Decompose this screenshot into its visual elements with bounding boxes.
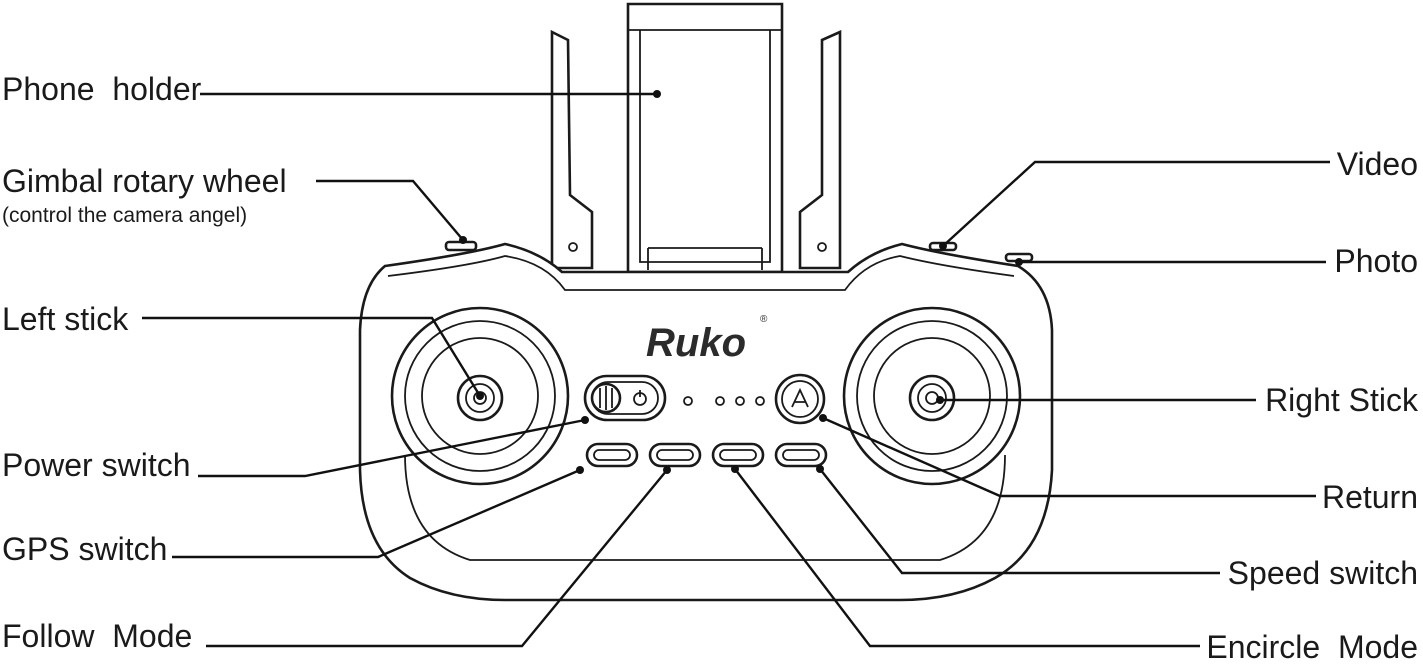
leader-gimbal-wheel-dot [459,236,467,244]
label-power-switch: Power switch [2,447,191,483]
leader-lines [142,90,1330,648]
leader-gimbal-wheel [316,179,464,241]
follow-mode-button[interactable] [648,442,702,468]
leader-encircle-mode-dot [731,465,739,473]
label-left-stick: Left stick [2,301,129,337]
leader-speed-switch-dot [816,465,824,473]
encircle-mode-button[interactable] [711,442,765,468]
label-speed-switch: Speed switch [1228,555,1418,591]
label-video: Video [1337,146,1418,182]
left-antenna [550,29,594,270]
leader-encircle-mode [734,468,1200,648]
leader-power-switch-dot [581,416,589,424]
label-encircle-mode: Encircle Mode [1206,629,1418,665]
leader-follow-mode [206,469,668,648]
callout-labels: Phone holder Gimbal rotary wheel (contro… [2,71,1419,665]
label-return: Return [1322,479,1418,515]
leader-left-stick [142,316,482,397]
phone-holder [626,2,784,304]
leader-video [942,160,1330,247]
label-photo: Photo [1334,243,1418,279]
leader-left-stick-dot [476,392,484,400]
label-follow-mode: Follow Mode [2,618,192,654]
right-stick[interactable] [842,306,1022,486]
leader-power-switch [198,418,586,478]
leader-return [822,416,1316,498]
leader-video-dot [939,242,947,250]
label-right-stick: Right Stick [1265,382,1419,418]
brand-logo: Ruko [646,321,746,365]
right-antenna [798,29,842,270]
label-gimbal-wheel: Gimbal rotary wheel [2,163,287,199]
speed-switch[interactable] [774,442,828,468]
leader-phone-holder-dot [653,90,661,98]
label-gimbal-wheel-note: (control the camera angel) [2,204,247,227]
return-button[interactable] [774,373,826,425]
leader-gps-switch [172,468,581,559]
status-indicator-lights [683,396,765,406]
leader-speed-switch [819,468,1220,575]
power-switch[interactable] [583,374,667,422]
leader-right-stick-dot [936,396,944,404]
gps-switch[interactable] [585,442,639,468]
label-gps-switch: GPS switch [2,531,167,567]
label-phone-holder: Phone holder [2,71,202,107]
brand-registered-mark: ® [760,314,768,325]
leader-follow-mode-dot [663,466,671,474]
leader-photo-dot [1015,258,1023,266]
leader-return-dot [819,414,827,422]
leader-gps-switch-dot [576,466,584,474]
